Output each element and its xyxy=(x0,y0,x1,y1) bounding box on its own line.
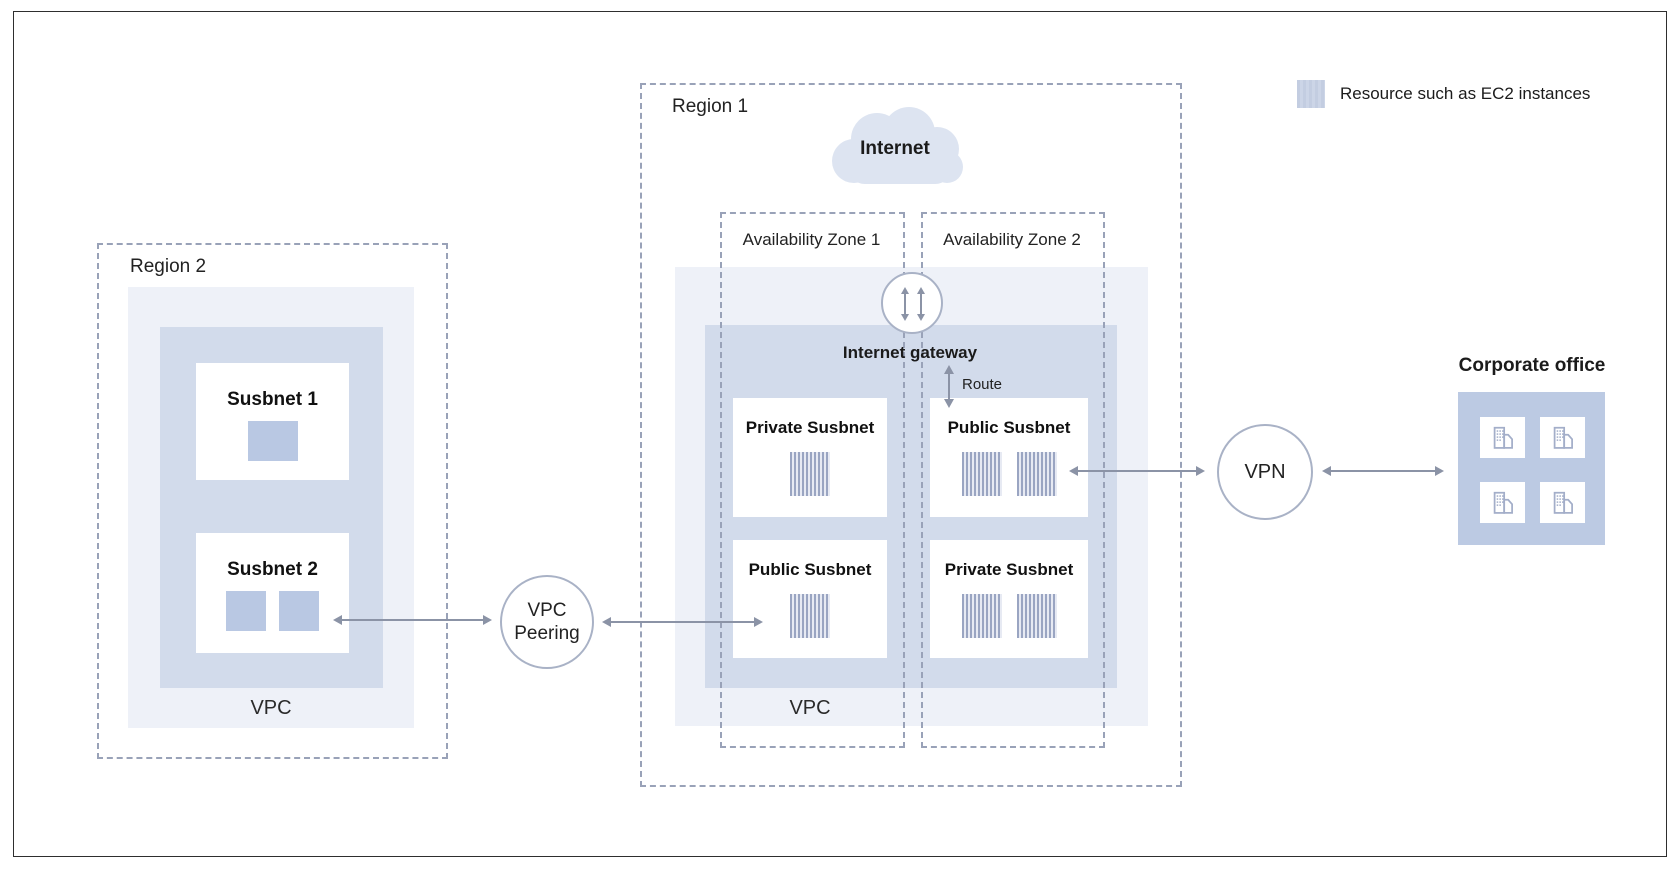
resource-striped-icon xyxy=(1016,594,1057,638)
az2-public-subnet-box: Public Susbnet xyxy=(930,398,1088,517)
building-icon xyxy=(1493,491,1513,514)
internet-gateway-icon xyxy=(881,272,943,334)
az1-private-subnet-box: Private Susbnet xyxy=(733,398,887,517)
availability-zone2-label: Availability Zone 2 xyxy=(943,230,1081,249)
resource-square-icon xyxy=(226,591,266,631)
region2-subnet2-box: Susbnet 2 xyxy=(196,533,349,653)
region2-label: Region 2 xyxy=(130,256,207,277)
resource-row xyxy=(247,421,298,461)
internet-cloud-icon xyxy=(820,106,970,192)
office-building-cell xyxy=(1540,482,1585,523)
building-icon xyxy=(1553,491,1573,514)
resource-row xyxy=(226,591,319,631)
region2-subnet1-box: Susbnet 1 xyxy=(196,363,349,480)
availability-zone1-label: Availability Zone 1 xyxy=(742,230,881,249)
vpc-peering-label-line1: VPC xyxy=(527,600,567,621)
internet-gateway-label: Internet gateway xyxy=(842,343,978,362)
vpc-peering-to-public-subnet-arrow xyxy=(602,617,763,627)
region2-vpc-label: VPC xyxy=(250,697,292,719)
vpn-label: VPN xyxy=(1244,460,1286,483)
resource-square-icon xyxy=(247,421,298,461)
building-icon xyxy=(1493,426,1513,449)
office-building-cell xyxy=(1480,417,1525,458)
resource-striped-icon xyxy=(961,594,1002,638)
subnet2-to-vpc-peering-arrow xyxy=(333,615,492,625)
up-down-arrow-icon xyxy=(917,287,925,321)
office-building-cell xyxy=(1540,417,1585,458)
region1-vpc-label: VPC xyxy=(789,697,831,719)
resource-row xyxy=(961,594,1057,638)
az1-public-subnet-box: Public Susbnet xyxy=(733,540,887,658)
ec2-resource-swatch-icon xyxy=(1297,80,1325,108)
vpn-to-corporate-office-arrow xyxy=(1322,466,1444,476)
up-down-arrow-icon xyxy=(901,287,909,321)
corporate-office-box xyxy=(1458,392,1605,545)
office-building-cell xyxy=(1480,482,1525,523)
subnet-title: Public Susbnet xyxy=(947,418,1071,437)
resource-striped-icon xyxy=(961,452,1002,496)
resource-row xyxy=(790,452,830,496)
resource-striped-icon xyxy=(790,594,830,638)
resource-striped-icon xyxy=(790,452,830,496)
route-label: Route xyxy=(962,376,1003,393)
legend: Resource such as EC2 instances xyxy=(1297,80,1590,108)
resource-row xyxy=(961,452,1057,496)
outer-frame xyxy=(13,11,1667,857)
subnet-title: Public Susbnet xyxy=(748,560,872,579)
resource-square-icon xyxy=(279,591,319,631)
vpc-peering-label-line2: Peering xyxy=(514,623,580,644)
subnet-title: Private Susbnet xyxy=(944,560,1074,579)
public-subnet-to-vpn-arrow xyxy=(1069,466,1205,476)
subnet-title: Susbnet 2 xyxy=(227,559,318,580)
route-arrow xyxy=(944,365,954,408)
corporate-office-label: Corporate office xyxy=(1458,355,1606,376)
resource-striped-icon xyxy=(1016,452,1057,496)
vpc-peering-node: VPC Peering xyxy=(500,575,594,669)
az2-private-subnet-box: Private Susbnet xyxy=(930,540,1088,658)
internet-label: Internet xyxy=(860,138,930,159)
legend-label: Resource such as EC2 instances xyxy=(1340,84,1591,103)
vpn-node: VPN xyxy=(1217,424,1313,520)
subnet-title: Susbnet 1 xyxy=(227,389,318,410)
subnet-title: Private Susbnet xyxy=(745,418,875,437)
resource-row xyxy=(790,594,830,638)
building-icon xyxy=(1553,426,1573,449)
region1-label: Region 1 xyxy=(672,96,749,117)
